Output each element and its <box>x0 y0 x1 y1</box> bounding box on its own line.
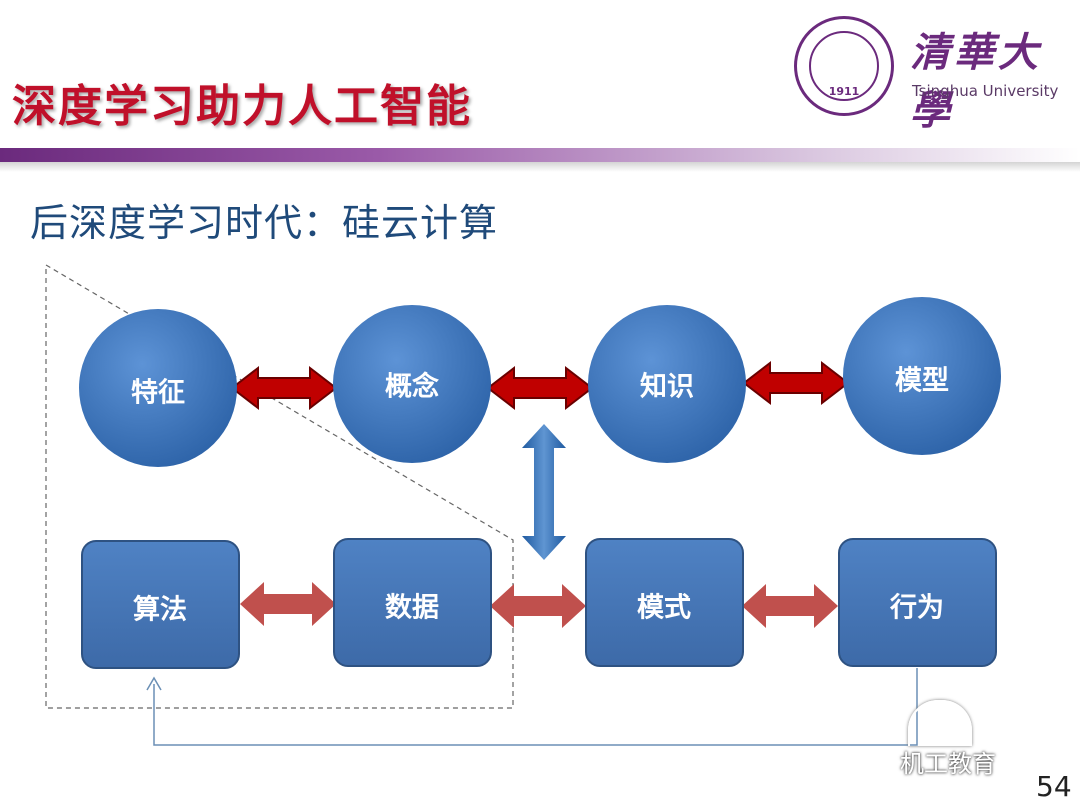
feedback-line <box>153 668 918 746</box>
node-box-behavior <box>838 538 997 667</box>
arrow-pattern-behavior <box>742 584 838 628</box>
header-divider-bar <box>0 148 1080 162</box>
tsinghua-logo: 1911 清華大學 Tsinghua University <box>790 12 1070 134</box>
node-circle-model <box>843 297 1001 455</box>
arrow-knowledge-model <box>742 360 850 406</box>
node-circle-knowledge <box>588 305 746 463</box>
watermark-text: 机工教育 <box>900 750 996 778</box>
seal-year: 1911 <box>828 85 860 98</box>
node-label-knowledge: 知识 <box>640 371 694 403</box>
node-label-concept: 概念 <box>385 371 439 403</box>
node-label-behavior: 行为 <box>890 592 944 624</box>
arrow-algorithm-data <box>240 582 336 626</box>
seal-icon: 1911 <box>794 16 894 116</box>
page-number: 54 <box>1036 770 1072 803</box>
node-box-algorithm <box>81 540 240 669</box>
header-divider-shadow <box>0 162 1080 172</box>
node-label-algorithm: 算法 <box>133 594 187 626</box>
arrow-knowledge-pattern <box>522 424 566 560</box>
arrow-features-concept <box>230 365 338 411</box>
seal-inner-ring <box>809 31 879 101</box>
slide-title: 深度学习助力人工智能 <box>12 81 472 132</box>
dashed-region-outline <box>45 263 514 709</box>
node-circle-features <box>79 309 237 467</box>
node-box-data <box>333 538 492 667</box>
logo-name-cn: 清華大學 <box>910 29 1042 134</box>
arrow-concept-knowledge <box>486 365 594 411</box>
slide-subtitle: 后深度学习时代：硅云计算 <box>30 201 499 245</box>
node-label-pattern: 模式 <box>637 592 691 624</box>
node-label-features: 特征 <box>131 377 185 409</box>
arrow-data-pattern <box>490 584 586 628</box>
feedback-arrowhead <box>146 676 162 691</box>
logo-name-en: Tsinghua University <box>912 82 1059 100</box>
node-box-pattern <box>585 538 744 667</box>
node-label-data: 数据 <box>385 592 439 624</box>
node-circle-concept <box>333 305 491 463</box>
node-label-model: 模型 <box>895 365 949 397</box>
watermark-building-icon <box>908 700 972 746</box>
